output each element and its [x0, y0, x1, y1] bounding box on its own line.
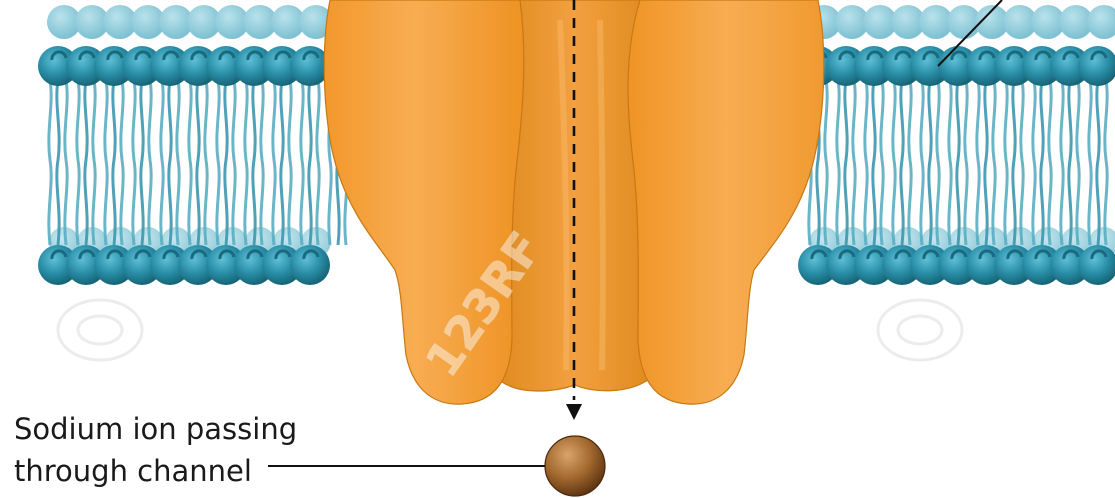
lipid-tail	[993, 80, 995, 245]
lipid-tail	[253, 80, 255, 245]
lipid-tail	[121, 80, 123, 245]
lipid-tail	[985, 80, 987, 245]
watermark-left-emblem	[58, 300, 142, 360]
lipid-tail	[1041, 80, 1043, 245]
lipid-tail	[149, 80, 151, 245]
lipid-tail	[113, 80, 115, 245]
lipid-tail	[865, 80, 867, 245]
lipid-tail	[289, 80, 291, 245]
lipid-tail	[57, 80, 59, 245]
lipid-tail	[77, 80, 79, 245]
lipid-head-back	[1087, 5, 1115, 39]
lipid-tail	[317, 80, 319, 245]
lipid-tail	[853, 80, 855, 245]
lipid-tail	[937, 80, 939, 245]
lipid-tail	[105, 80, 107, 245]
lipid-tail	[977, 80, 979, 245]
lipid-tail	[1021, 80, 1023, 245]
lipid-tail	[845, 80, 847, 245]
arrow-down-icon	[566, 404, 582, 420]
lipid-tail	[189, 80, 191, 245]
lipid-tail	[197, 80, 199, 245]
lipid-tail	[1033, 80, 1035, 245]
lipid-tail	[909, 80, 911, 245]
caption-line-2: through channel	[14, 450, 297, 492]
lipid-tail	[965, 80, 967, 245]
lipid-tail	[1077, 80, 1079, 245]
lipid-tail	[301, 80, 303, 245]
lipid-tail	[233, 80, 235, 245]
lipid-tail	[1089, 80, 1091, 245]
lipid-tail	[49, 80, 51, 245]
lipid-tail	[65, 80, 67, 245]
lipid-tail	[881, 80, 883, 245]
lipid-tail	[161, 80, 163, 245]
lipid-tail	[309, 80, 311, 245]
caption-line-1: Sodium ion passing	[14, 408, 297, 450]
lipid-tail	[1005, 80, 1007, 245]
lipid-tail	[1105, 80, 1107, 245]
lipid-tail	[245, 80, 247, 245]
lipid-tail	[169, 80, 171, 245]
lipid-tail	[225, 80, 227, 245]
lipid-tail	[133, 80, 135, 245]
lipid-tail	[1061, 80, 1063, 245]
lipid-tail	[957, 80, 959, 245]
lipid-tail	[141, 80, 143, 245]
lipid-tail	[825, 80, 827, 245]
lipid-tail	[273, 80, 275, 245]
lipid-tail	[177, 80, 179, 245]
lipid-tail	[1013, 80, 1015, 245]
lipid-tail	[921, 80, 923, 245]
lipid-tail	[261, 80, 263, 245]
lipid-tail	[873, 80, 875, 245]
lipid-tail	[901, 80, 903, 245]
lipid-tail	[217, 80, 219, 245]
lipid-tail	[929, 80, 931, 245]
lipid-tail	[281, 80, 283, 245]
lipid-tail	[893, 80, 895, 245]
lipid-tail	[949, 80, 951, 245]
lipid-tail	[1097, 80, 1099, 245]
lipid-tail	[1069, 80, 1071, 245]
protein-right-subunit	[628, 0, 824, 404]
lipid-tail	[93, 80, 95, 245]
lipid-tail	[1049, 80, 1051, 245]
sodium-ion	[545, 436, 605, 496]
lipid-tail	[85, 80, 87, 245]
watermark-right-emblem	[878, 300, 962, 360]
lipid-tail	[205, 80, 207, 245]
sodium-ion-caption: Sodium ion passing through channel	[14, 408, 297, 492]
lipid-tail	[837, 80, 839, 245]
